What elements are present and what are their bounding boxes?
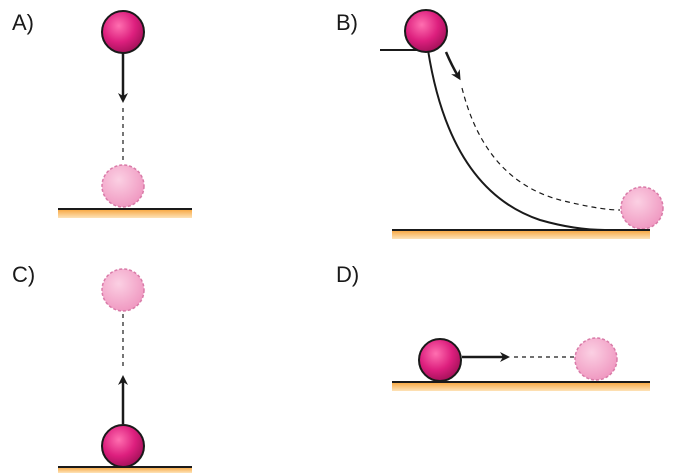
panel-a: A) — [12, 10, 192, 218]
slope-curve — [380, 49, 606, 231]
ball-ghost — [620, 186, 664, 230]
ground — [58, 209, 192, 218]
path-dashed — [461, 87, 621, 211]
panel-b-label: B) — [336, 10, 358, 35]
ground — [58, 467, 192, 473]
ground — [392, 382, 650, 391]
slope-arrow — [444, 51, 461, 81]
ball-start — [101, 10, 145, 54]
ground — [392, 230, 650, 239]
ball-start — [404, 9, 448, 53]
panel-c-label: C) — [12, 262, 35, 287]
panel-c: C) — [12, 262, 192, 473]
ball-ghost — [101, 268, 145, 312]
panel-d-label: D) — [336, 262, 359, 287]
ball-ghost — [574, 337, 618, 381]
ball-start — [101, 424, 145, 468]
ball-start — [418, 338, 462, 382]
panel-b: B) — [336, 9, 664, 239]
panel-d: D) — [336, 262, 650, 391]
ball-ghost — [101, 164, 145, 208]
panel-a-label: A) — [12, 10, 34, 35]
